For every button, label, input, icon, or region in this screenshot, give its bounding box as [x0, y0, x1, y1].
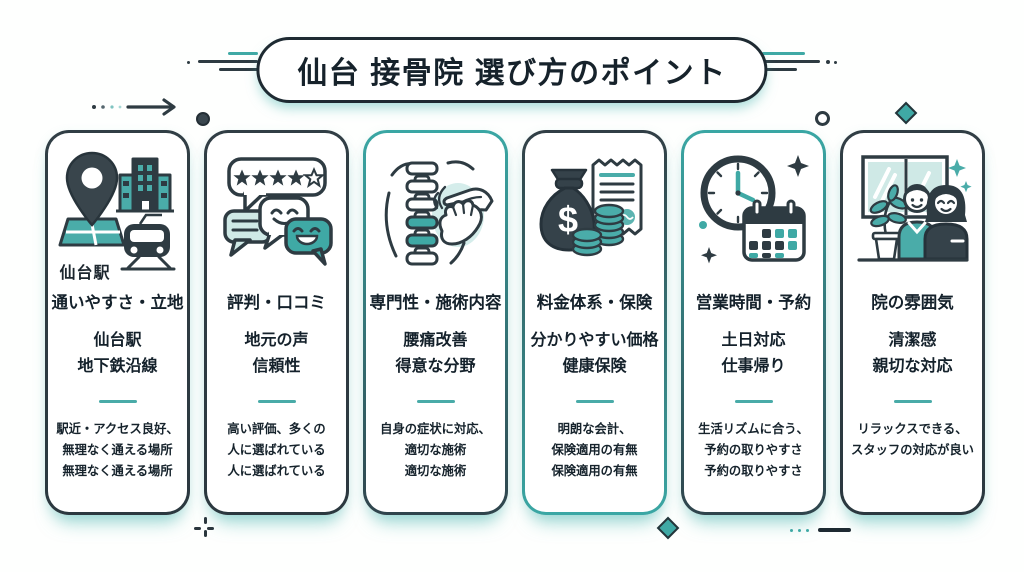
- dot-decoration: [826, 60, 830, 64]
- card-icon-area: 仙台駅: [56, 145, 180, 283]
- dots-line-decoration: [790, 528, 852, 534]
- dot-decoration: [834, 61, 837, 64]
- description-line: 人に選ばれている: [227, 464, 326, 479]
- card-icon-area: [215, 145, 339, 283]
- card-subtitle: 地元の声 信頼性: [244, 328, 308, 381]
- description-line: 自身の症状に対応、: [380, 422, 491, 437]
- card-divider: [893, 399, 932, 404]
- speed-line: [198, 60, 258, 63]
- description-line: 明朗な会計、: [557, 422, 632, 437]
- diamond-decoration: [656, 516, 680, 540]
- description-line: 予約の取りやすさ: [704, 464, 803, 479]
- card-body: 仙台駅 通いやすさ・立地 仙台駅 地下鉄沿線 駅近・アクセス良好、 無理なく通え…: [48, 133, 187, 512]
- card-icon-area: [692, 145, 816, 283]
- card-subtitle: 清潔感 親切な対応: [872, 328, 952, 381]
- card-divider: [98, 399, 137, 404]
- card-icon-area: $: [533, 145, 657, 283]
- spine-massage-icon: [384, 160, 493, 266]
- card-body: 営業時間・予約 土日対応 仕事帰り 生活リズムに合う、 予約の取りやすさ 予約の…: [684, 133, 823, 512]
- card-divider: [257, 399, 296, 404]
- speed-line: [762, 52, 805, 55]
- clinic-staff-icon: [856, 155, 972, 262]
- card-body: 院の雰囲気 清潔感 親切な対応 リラックスできる、 スタッフの対応が良い: [843, 133, 982, 512]
- speed-line: [228, 52, 258, 55]
- card-reviews: 評判・口コミ 地元の声 信頼性 高い評価、多くの 人に選ばれている 人に選ばれて…: [204, 130, 349, 515]
- card-body: $ 料金体系・保険: [525, 133, 664, 512]
- card-title: 専門性・施術内容: [369, 294, 502, 312]
- description-line: スタッフの対応が良い: [851, 443, 974, 458]
- description-line: リラックスできる、: [857, 422, 968, 437]
- card-description: 明朗な会計、 保険適用の有無 保険適用の有無: [551, 419, 637, 482]
- speed-line: [762, 68, 797, 71]
- subtitle-line: 分かりやすい価格: [530, 332, 659, 349]
- card-title: 評判・口コミ: [227, 294, 326, 312]
- card-title: 営業時間・予約: [695, 294, 812, 312]
- description-line: 保険適用の有無: [551, 443, 638, 458]
- card-atmosphere: 院の雰囲気 清潔感 親切な対応 リラックスできる、 スタッフの対応が良い: [840, 130, 985, 515]
- subtitle-line: 清潔感: [888, 332, 937, 349]
- subtitle-line: 土日対応: [721, 332, 786, 349]
- card-body: 評判・口コミ 地元の声 信頼性 高い評価、多くの 人に選ばれている 人に選ばれて…: [207, 133, 346, 512]
- card-pricing: $ 料金体系・保険: [522, 130, 667, 515]
- dot-decoration: [187, 61, 190, 64]
- page-title: 仙台 接骨院 選び方のポイント: [256, 37, 768, 103]
- clock-calendar-icon: [698, 155, 809, 264]
- card-specialty: 専門性・施術内容 腰痛改善 得意な分野 自身の症状に対応、 適切な施術 適切な施…: [363, 130, 508, 515]
- description-line: 人に選ばれている: [227, 443, 326, 458]
- speed-line: [762, 60, 820, 63]
- card-description: 自身の症状に対応、 適切な施術 適切な施術: [380, 419, 491, 482]
- card-subtitle: 仙台駅 地下鉄沿線: [77, 328, 157, 381]
- speed-line: [219, 68, 258, 71]
- description-line: 高い評価、多くの: [227, 422, 326, 437]
- station-name-label: 仙台駅: [59, 265, 111, 282]
- map-pin-station-icon: [58, 151, 175, 271]
- card-body: 専門性・施術内容 腰痛改善 得意な分野 自身の症状に対応、 適切な施術 適切な施…: [366, 133, 505, 512]
- arrow-right-icon: [92, 98, 176, 116]
- plus-decoration: [194, 517, 216, 539]
- subtitle-line: 地元の声: [244, 332, 309, 349]
- card-divider: [734, 399, 773, 404]
- description-line: 予約の取りやすさ: [704, 443, 803, 458]
- subtitle-line: 仕事帰り: [721, 358, 786, 376]
- description-line: 適切な施術: [404, 464, 467, 479]
- circle-decoration: [196, 112, 210, 126]
- card-description: 高い評価、多くの 人に選ばれている 人に選ばれている: [227, 419, 325, 482]
- subtitle-line: 信頼性: [252, 358, 301, 376]
- subtitle-line: 仙台駅: [93, 332, 142, 349]
- card-subtitle: 分かりやすい価格 健康保険: [530, 328, 658, 381]
- description-line: 無理なく通える場所: [62, 464, 173, 479]
- money-bag-receipt-icon: $: [538, 158, 642, 257]
- description-line: 生活リズムに合う、: [698, 422, 809, 437]
- card-access: 仙台駅 通いやすさ・立地 仙台駅 地下鉄沿線 駅近・アクセス良好、 無理なく通え…: [45, 130, 190, 515]
- dollar-sign: $: [557, 199, 577, 240]
- card-subtitle: 腰痛改善 得意な分野: [395, 328, 475, 381]
- subtitle-line: 得意な分野: [395, 358, 476, 376]
- card-description: 生活リズムに合う、 予約の取りやすさ 予約の取りやすさ: [698, 419, 809, 482]
- description-line: 駅近・アクセス良好、: [56, 422, 179, 437]
- description-line: 保険適用の有無: [551, 464, 638, 479]
- subtitle-line: 地下鉄沿線: [77, 358, 158, 376]
- card-hours: 営業時間・予約 土日対応 仕事帰り 生活リズムに合う、 予約の取りやすさ 予約の…: [681, 130, 826, 515]
- card-divider: [416, 399, 455, 404]
- circle-decoration: [815, 111, 830, 126]
- description-line: 適切な施術: [404, 443, 467, 458]
- card-divider: [575, 399, 614, 404]
- card-icon-area: [374, 145, 498, 283]
- subtitle-line: 親切な対応: [872, 358, 953, 376]
- review-bubbles-icon: [222, 157, 333, 266]
- cards-row: 仙台駅 通いやすさ・立地 仙台駅 地下鉄沿線 駅近・アクセス良好、 無理なく通え…: [45, 130, 985, 515]
- card-icon-area: [851, 145, 975, 283]
- diamond-decoration: [894, 101, 918, 125]
- card-description: リラックスできる、 スタッフの対応が良い: [851, 419, 974, 461]
- card-title: 料金体系・保険: [536, 294, 653, 312]
- card-subtitle: 土日対応 仕事帰り: [721, 328, 785, 381]
- subtitle-line: 健康保険: [562, 358, 627, 376]
- description-line: 無理なく通える場所: [62, 443, 173, 458]
- card-title: 院の雰囲気: [871, 294, 954, 312]
- card-title: 通いやすさ・立地: [51, 294, 184, 312]
- subtitle-line: 腰痛改善: [403, 332, 468, 349]
- card-description: 駅近・アクセス良好、 無理なく通える場所 無理なく通える場所: [56, 419, 178, 482]
